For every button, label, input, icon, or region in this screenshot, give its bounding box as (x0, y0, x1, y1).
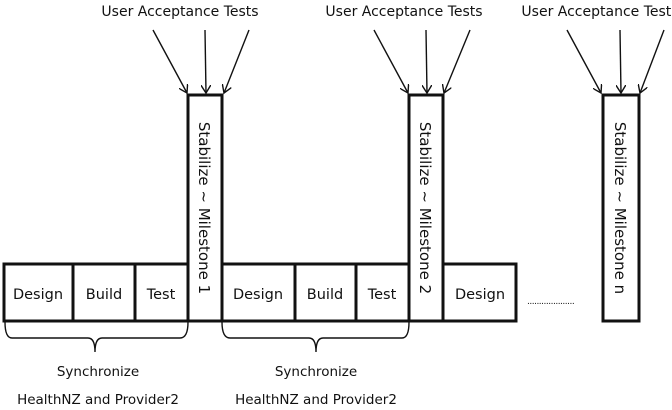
iteration-2 (220, 262, 411, 323)
milestone-2: Stabilize ~ Milestone 2 (407, 93, 445, 323)
milestone-n: Stabilize ~ Milestone n (601, 93, 641, 323)
uat-arrows-2 (373, 29, 471, 93)
uat-label-3: User Acceptance Tests (521, 4, 672, 20)
continuation-dots: .................... (527, 297, 574, 307)
arrow-icon (640, 29, 665, 93)
phase-design (441, 262, 518, 323)
uat-arrows-1 (152, 29, 250, 93)
arrow-icon (426, 29, 427, 93)
uat-label-1: User Acceptance Tests (101, 4, 258, 20)
phase-test-label: Test (146, 287, 176, 303)
phase-build (293, 262, 358, 323)
arrow-icon (205, 29, 206, 93)
uat-label-2: User Acceptance Tests (325, 4, 482, 20)
sync-label-2-line2: HealthNZ and Provider2 (235, 392, 397, 408)
arrow-icon (566, 29, 601, 93)
phase-build-label: Build (86, 287, 122, 303)
iteration-1 (2, 262, 190, 323)
brace-1 (4, 321, 189, 353)
iteration-3 (441, 262, 518, 323)
milestone-1-label: Stabilize ~ Milestone 1 (195, 122, 213, 294)
phase-build (71, 262, 137, 323)
milestone-2-label: Stabilize ~ Milestone 2 (416, 122, 434, 294)
phase-design (220, 262, 297, 323)
arrow-icon (224, 29, 250, 93)
milestone-1: Stabilize ~ Milestone 1 (186, 93, 224, 323)
arrow-icon (444, 29, 471, 93)
phase-design-label: Design (233, 287, 283, 303)
phase-test-label: Test (367, 287, 397, 303)
milestone-n-label: Stabilize ~ Milestone n (611, 122, 629, 294)
phase-test (354, 262, 411, 323)
arrow-icon (373, 29, 408, 93)
sync-label-1-line1: Synchronize (57, 364, 139, 380)
brace-2 (221, 321, 410, 353)
phase-design-label: Design (13, 287, 63, 303)
arrow-icon (152, 29, 187, 93)
phase-test (133, 262, 190, 323)
sync-label-2-line1: Synchronize (275, 364, 357, 380)
sync-label-1-line2: HealthNZ and Provider2 (17, 392, 179, 408)
phase-build-label: Build (307, 287, 343, 303)
uat-arrows-3 (566, 29, 665, 93)
arrow-icon (620, 29, 621, 93)
phase-design-label: Design (455, 287, 505, 303)
